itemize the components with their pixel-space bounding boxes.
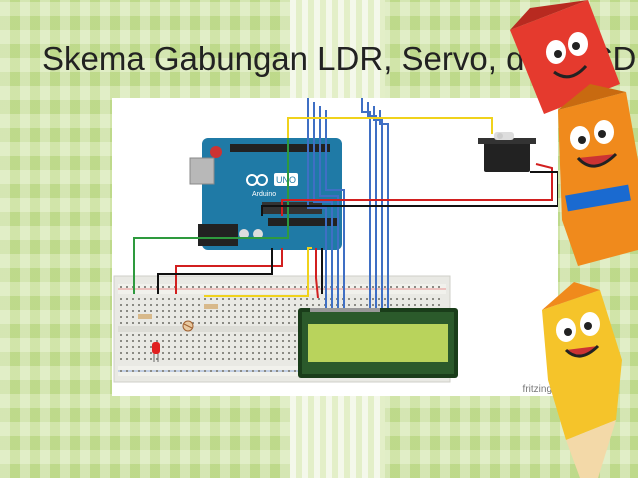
ldr-sensor	[182, 320, 194, 332]
crayon-mascots	[510, 0, 638, 478]
circuit-schematic: UNO Arduino	[112, 98, 558, 396]
crayon-mascot-yellow-icon	[542, 282, 622, 478]
schematic-drawing: UNO Arduino	[113, 98, 558, 395]
board-brand: Arduino	[252, 191, 276, 198]
lcd-display	[298, 308, 458, 378]
board-logo: UNO	[276, 175, 296, 185]
resistors	[138, 304, 218, 319]
wires	[133, 98, 558, 308]
fritzing-watermark: fritzing	[523, 384, 552, 395]
crayon-mascot-orange-icon	[558, 84, 638, 266]
servo-motor	[478, 132, 536, 172]
red-led	[152, 342, 160, 362]
